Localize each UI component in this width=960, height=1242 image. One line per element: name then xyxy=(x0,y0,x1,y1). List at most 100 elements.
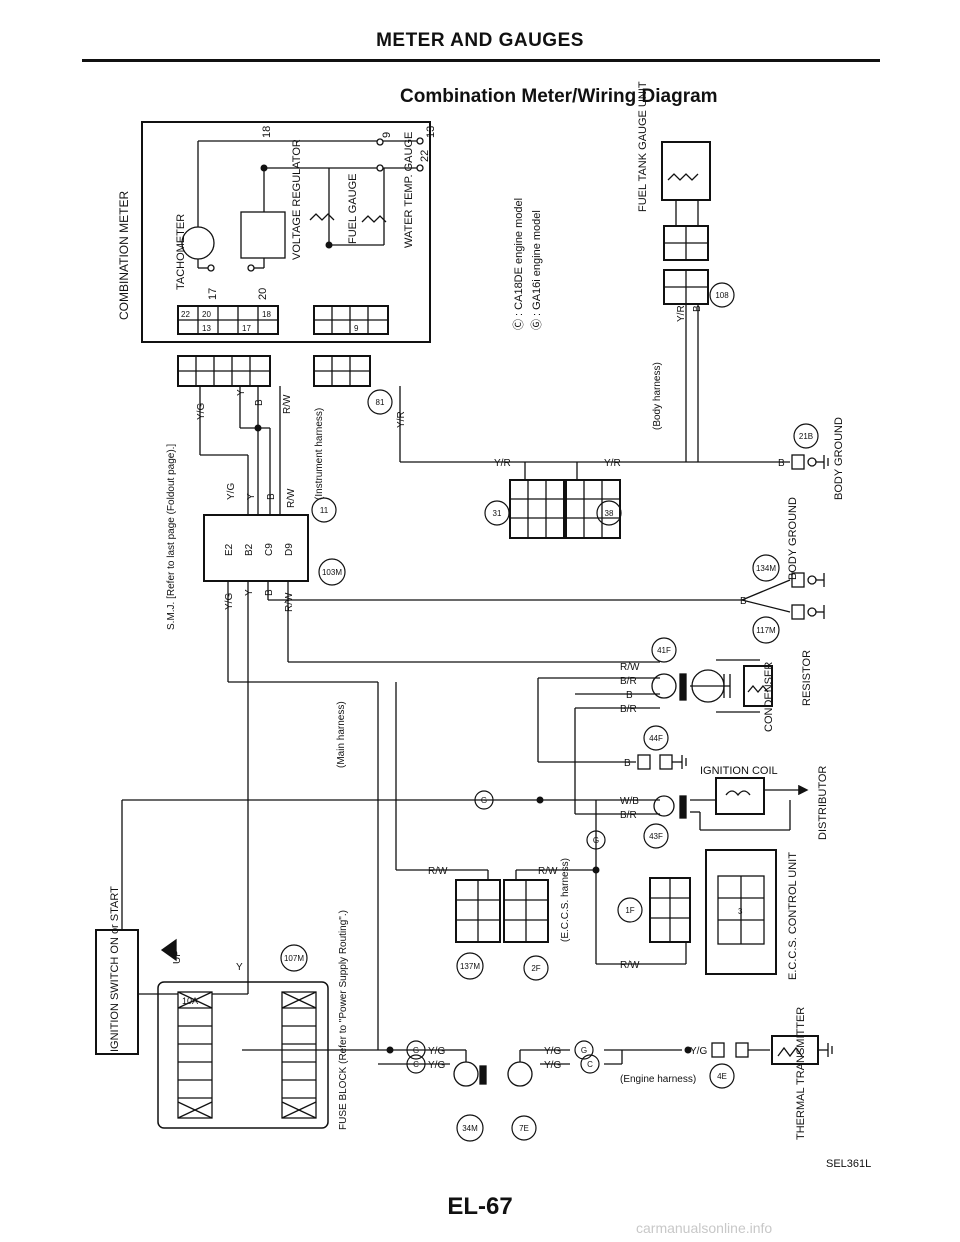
thermal-transmitter-label: THERMAL TRANSMITTER xyxy=(795,1007,807,1140)
ignition-switch-box xyxy=(95,929,139,1055)
smj-pin-e2: E2 xyxy=(224,543,235,556)
wire-yg-upper: Y/G xyxy=(196,403,207,420)
figure-code: SEL361L xyxy=(826,1158,872,1170)
wire-yr-31: Y/R xyxy=(494,458,511,469)
wire-yg-34m-2: Y/G xyxy=(428,1060,445,1071)
connector-41f: 41F xyxy=(657,646,671,655)
connector-11: 11 xyxy=(320,506,329,515)
eccs-control-unit-box xyxy=(705,849,777,975)
wire-b-44f: B xyxy=(624,758,631,769)
wire-yg-thermal: Y/G xyxy=(690,1046,707,1057)
meter-pin-22: 22 xyxy=(181,310,190,319)
legend-ca18de: Ⓒ : CA18DE engine model xyxy=(512,198,525,330)
wire-b-upper: B xyxy=(254,399,265,406)
connector-134m: 134M xyxy=(756,564,776,573)
wire-yg-smj: Y/G xyxy=(226,483,237,500)
voltage-regulator-box xyxy=(240,211,286,259)
combination-meter-label: COMBINATION METER xyxy=(117,191,131,320)
connector-1f: 1F xyxy=(625,906,634,915)
page-number: EL-67 xyxy=(447,1193,513,1220)
eccs-harness-label: (E.C.C.S. harness) xyxy=(560,858,571,942)
marker-c-34m: C xyxy=(413,1060,419,1069)
main-harness-label: (Main harness) xyxy=(336,701,347,768)
wire-br-condenser: B/R xyxy=(620,676,637,687)
wire-yr-38: Y/R xyxy=(604,458,621,469)
wire-b-condenser: B xyxy=(626,690,633,701)
wire-yg-34m: Y/G xyxy=(428,1046,445,1057)
wire-br-coil: B/R xyxy=(620,810,637,821)
pin-18-label: 18 xyxy=(261,126,273,138)
connector-38: 38 xyxy=(605,509,614,518)
fuel-gauge-label: FUEL GAUGE xyxy=(347,174,359,245)
pin-13-label: 13 xyxy=(425,126,437,138)
marker-g-eccs: G xyxy=(593,836,599,845)
wire-rw-1f: R/W xyxy=(620,960,640,971)
wire-rw-condenser: R/W xyxy=(620,662,640,673)
ignition-coil-label: IGNITION COIL xyxy=(700,765,778,777)
connector-81: 81 xyxy=(376,398,385,407)
pin-9-label: 9 xyxy=(381,132,393,138)
connector-117m: 117M xyxy=(756,626,776,635)
marker-g-main: G xyxy=(481,796,487,805)
connector-31: 31 xyxy=(493,509,502,518)
connector-43f: 43F xyxy=(649,832,663,841)
smj-pin-b2: B2 xyxy=(244,543,255,556)
marker-g-34m: G xyxy=(413,1046,419,1055)
connector-107m: 107M xyxy=(284,954,304,963)
wire-b-21b: B xyxy=(778,458,785,469)
wire-wb: W/B xyxy=(620,796,639,807)
engine-harness-label: (Engine harness) xyxy=(620,1074,696,1085)
body-ground-label: BODY GROUND xyxy=(833,417,845,500)
diagram-title: Combination Meter/Wiring Diagram xyxy=(400,86,718,107)
meter-pin-18: 18 xyxy=(262,310,271,319)
pin-22-label: 22 xyxy=(419,150,431,162)
wire-rw-smj: R/W xyxy=(286,488,297,508)
connector-4e: 4E xyxy=(717,1072,727,1081)
wire-y-fuse: Y xyxy=(236,962,243,973)
fuse-block-label: FUSE BLOCK (Refer to "Power Supply Routi… xyxy=(338,910,349,1130)
fuel-tank-gauge-unit xyxy=(661,141,711,201)
water-temp-gauge-label: WATER TEMP. GAUGE xyxy=(403,132,415,248)
wire-y-upper: Y xyxy=(236,389,247,396)
smj-block xyxy=(203,514,309,582)
tachometer-label: TACHOMETER xyxy=(175,214,187,290)
connector-108: 108 xyxy=(715,291,729,300)
distributor-label: DISTRIBUTOR xyxy=(817,766,829,840)
marker-c-7e: C xyxy=(587,1060,593,1069)
pin-20-label: 20 xyxy=(257,288,269,300)
meter-pin-20: 20 xyxy=(202,310,211,319)
connector-21b: 21B xyxy=(799,432,813,441)
wire-b-lower: B xyxy=(264,589,275,596)
eccs-pin-3: 3 xyxy=(738,907,743,916)
wire-br-condenser-2: B/R xyxy=(620,704,637,715)
smj-label: S.M.J. [Refer to last page (Foldout page… xyxy=(166,444,177,630)
smj-pin-d9: D9 xyxy=(284,543,295,556)
header-rule xyxy=(82,59,880,62)
connector-7e: 7E xyxy=(519,1124,529,1133)
wire-b-ground: B xyxy=(740,596,747,607)
wire-yr-meter: Y/R xyxy=(396,411,407,428)
wire-yr-fuel: Y/R xyxy=(676,305,687,322)
fuse-block xyxy=(157,981,329,1129)
resistor-box xyxy=(743,665,773,707)
legend-ga16i: Ⓖ : GA16i engine model xyxy=(530,210,543,330)
connector-103m: 103M xyxy=(322,568,342,577)
fuse-10a-label: 10A xyxy=(182,996,198,1006)
ignition-coil-box xyxy=(715,777,765,815)
connector-34m: 34M xyxy=(462,1124,478,1133)
instrument-harness-label: (Instrument harness) xyxy=(314,408,325,500)
meter-pin-17: 17 xyxy=(242,324,251,333)
connector-44f: 44F xyxy=(649,734,663,743)
wire-yg-7e-2: Y/G xyxy=(544,1060,561,1071)
smj-pin-c9: C9 xyxy=(264,543,275,556)
up-label: UP xyxy=(172,950,183,964)
wire-rw-137m: R/W xyxy=(428,866,448,877)
wire-y-smj: Y xyxy=(246,493,257,500)
wire-yg-7e: Y/G xyxy=(544,1046,561,1057)
body-ground-label-2: BODY GROUND xyxy=(787,497,799,580)
page-header: METER AND GAUGES xyxy=(376,30,584,51)
eccs-control-unit-label: E.C.C.S. CONTROL UNIT xyxy=(787,852,799,980)
condenser-label: CONDENSER xyxy=(763,662,775,732)
wire-rw-lower: R/W xyxy=(284,592,295,612)
